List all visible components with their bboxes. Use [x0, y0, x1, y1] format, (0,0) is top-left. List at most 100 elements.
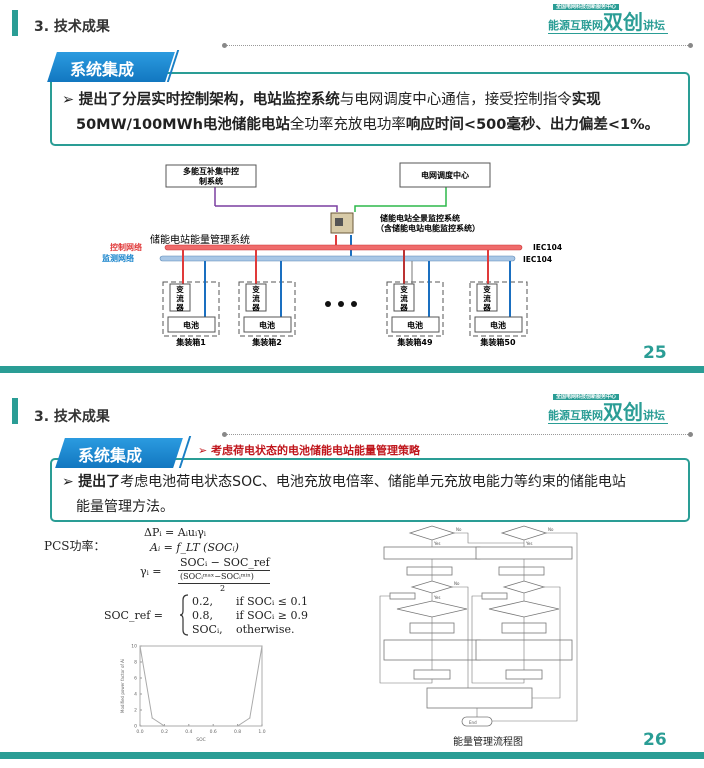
- svg-text:电网调度中心: 电网调度中心: [421, 170, 469, 180]
- formula-gamma-denominator-2: 2: [220, 584, 226, 593]
- data-point: [163, 725, 165, 727]
- svg-text:器: 器: [399, 303, 408, 312]
- y-tick-label: 10: [131, 644, 137, 650]
- svg-text:IEC104: IEC104: [523, 255, 552, 264]
- pcs-power-label: PCS功率：: [44, 539, 106, 553]
- system-architecture-diagram: 多能互补集中控 制系统 电网调度中心 储能电站全景监控系统 （含储能电站电能监控…: [102, 162, 562, 347]
- multi-energy-control-box: [165, 164, 257, 188]
- case-value: 0.8,: [192, 609, 213, 622]
- formula-soc-ref-lhs: SOC_ref =: [104, 609, 164, 622]
- svg-text:集装箱2: 集装箱2: [251, 337, 282, 347]
- y-tick-label: 6: [134, 676, 137, 682]
- flowchart-caption: 能量管理流程图: [453, 737, 523, 748]
- content-box: [50, 458, 690, 522]
- data-point: [139, 645, 141, 647]
- svg-text:变: 变: [400, 284, 408, 294]
- svg-text:变: 变: [252, 284, 260, 294]
- svg-text:电池: 电池: [259, 320, 275, 330]
- svg-text:Yes: Yes: [433, 541, 440, 546]
- section-title: 3. 技术成果: [34, 409, 110, 425]
- ellipsis-dots: [325, 301, 357, 307]
- formula-delta-p: ΔPᵢ = Aᵢuᵢγᵢ: [144, 526, 207, 539]
- svg-text:变: 变: [483, 284, 491, 294]
- logo-small-text: 全国电网科技创新服务中心: [553, 4, 620, 10]
- y-tick-label: 8: [134, 660, 137, 666]
- x-tick-label: 0.0: [136, 729, 143, 735]
- section-title: 3. 技术成果: [34, 19, 110, 35]
- page-number: 26: [643, 730, 667, 750]
- svg-text:电池: 电池: [407, 320, 423, 330]
- svg-text:流: 流: [483, 293, 491, 303]
- fraction-bar: [178, 583, 270, 584]
- slide-26: 3. 技术成果 全国电网科技创新服务中心 能源互联网双创讲坛 系统集成 ➢ 考虑…: [0, 390, 704, 768]
- page-number: 25: [643, 343, 667, 363]
- case-value: SOCᵢ,: [192, 623, 223, 636]
- monitor-network-bus: [159, 255, 516, 262]
- series-line: [139, 645, 263, 727]
- svg-text:Yes: Yes: [433, 595, 440, 600]
- section-subtitle: ➢ 考虑荷电状态的电池储能电站能量管理策略: [198, 444, 421, 457]
- svg-text:End: End: [469, 720, 477, 725]
- svg-text:流: 流: [252, 293, 260, 303]
- logo-main: 能源互联网双创讲坛: [548, 400, 665, 424]
- case-value: 0.2,: [192, 595, 213, 608]
- fraction-bar: [178, 570, 270, 571]
- bottom-bar: [0, 366, 704, 373]
- x-tick-label: 0.6: [210, 729, 217, 735]
- x-tick-label: 0.8: [234, 729, 241, 735]
- svg-text:制系统: 制系统: [199, 176, 223, 186]
- cases-brace: [180, 594, 189, 636]
- y-axis-label: Modified power factor of Ai: [120, 659, 125, 713]
- arrow-bullet-icon: ➢: [62, 474, 79, 490]
- bullet-text: ➢ 提出了考虑电池荷电状态SOC、电池充放电倍率、储能单元充放电能力等约束的储能…: [62, 474, 626, 515]
- container-2: 变 流 器 电池 集装箱2: [238, 250, 296, 347]
- section-marker: [12, 10, 18, 36]
- svg-text:电池: 电池: [183, 320, 199, 330]
- svg-text:IEC104: IEC104: [533, 243, 562, 252]
- svg-text:No: No: [456, 527, 462, 532]
- logo: 全国电网科技创新服务中心 能源互联网双创讲坛: [548, 394, 668, 424]
- container-49: 变 流 器 电池 集装箱49: [386, 250, 444, 347]
- svg-text:储能电站能量管理系统: 储能电站能量管理系统: [150, 233, 250, 246]
- svg-text:控制网络: 控制网络: [110, 242, 142, 252]
- formula-gamma-numerator: SOCᵢ − SOC_ref: [180, 556, 270, 569]
- formula-a: Aᵢ = f_LT (SOCᵢ): [150, 541, 239, 554]
- y-tick-label: 2: [134, 708, 137, 714]
- svg-text:监测网络: 监测网络: [102, 253, 134, 263]
- data-point: [237, 725, 239, 727]
- svg-text:变: 变: [176, 284, 184, 294]
- bullet-text: ➢ 提出了分层实时控制架构，电站监控系统与电网调度中心通信，接受控制指令实现 5…: [62, 92, 660, 133]
- logo: 全国电网科技创新服务中心 能源互联网双创讲坛: [548, 4, 668, 34]
- svg-text:器: 器: [482, 303, 491, 312]
- slide-25: 3. 技术成果 全国电网科技创新服务中心 能源互联网双创讲坛 系统集成 ➢ 提出…: [0, 0, 704, 378]
- svg-text:器: 器: [251, 303, 260, 312]
- svg-text:储能电站全景监控系统: 储能电站全景监控系统: [379, 213, 460, 223]
- logo-main: 能源互联网双创讲坛: [548, 10, 665, 34]
- svg-text:电池: 电池: [490, 320, 506, 330]
- svg-text:No: No: [548, 527, 554, 532]
- x-tick-label: 0.2: [161, 729, 168, 735]
- container-50: 变 流 器 电池 集装箱50: [469, 250, 528, 347]
- bottom-bar: [0, 752, 704, 759]
- svg-text:集装箱49: 集装箱49: [396, 337, 433, 347]
- svg-text:集装箱1: 集装箱1: [175, 337, 206, 347]
- divider: [222, 43, 693, 48]
- tag-label: 系统集成: [70, 60, 135, 79]
- svg-text:多能互补集中控: 多能互补集中控: [183, 166, 239, 176]
- formula-gamma-lhs: γᵢ =: [140, 565, 162, 578]
- case-condition: if SOCᵢ ≤ 0.1: [236, 595, 308, 608]
- container-1: 变 流 器 电池 集装箱1: [162, 250, 220, 347]
- plot-frame: [139, 645, 263, 727]
- svg-text:流: 流: [400, 293, 408, 303]
- svg-text:（含储能电站电能监控系统）: （含储能电站电能监控系统）: [376, 223, 480, 233]
- svg-text:Yes: Yes: [525, 541, 532, 546]
- data-point: [249, 717, 251, 719]
- x-axis-label: SOC: [196, 737, 206, 743]
- case-condition: otherwise.: [236, 623, 295, 636]
- divider: [222, 432, 693, 437]
- case-condition: if SOCᵢ ≥ 0.9: [236, 609, 308, 622]
- grid-dispatch-box: [399, 162, 491, 188]
- x-tick-label: 0.4: [185, 729, 192, 735]
